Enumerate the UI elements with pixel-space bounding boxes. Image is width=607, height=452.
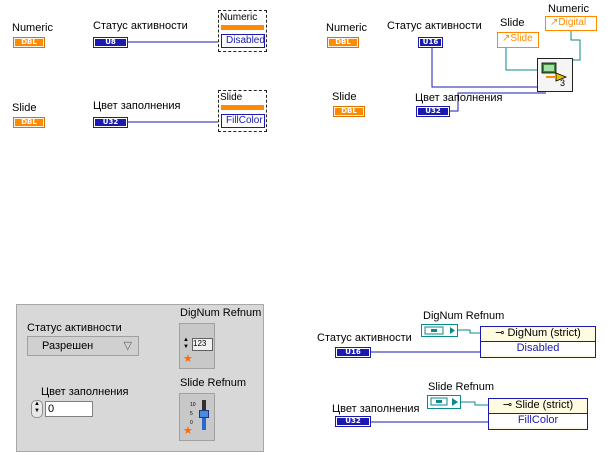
numeric-property-node[interactable]: Numeric Disabled — [218, 10, 267, 52]
slide-type-right: DBL — [335, 108, 363, 115]
slide-terminal-right[interactable]: DBL — [333, 106, 365, 117]
dignum-refnum-label: DigNum Refnum — [180, 307, 262, 319]
scale-tick: 5 — [190, 411, 193, 417]
slide-node-text: Slide (strict) — [515, 399, 574, 411]
refnum-icon — [430, 397, 458, 406]
status-terminal-br[interactable]: U16 — [335, 347, 371, 358]
status-ring-label: Статус активности — [27, 322, 122, 334]
subvi-icon — [541, 62, 568, 82]
dignum-node-text: DigNum (strict) — [507, 327, 581, 339]
digital-ref-constant[interactable]: ↗Digital — [545, 16, 597, 31]
dignum-refnum-display: 123 — [192, 338, 213, 351]
slide-property-node[interactable]: Slide FillColor — [218, 90, 267, 132]
slide-terminal[interactable]: DBL — [13, 117, 45, 128]
dignum-refnum-terminal[interactable] — [421, 324, 458, 337]
slide-property-node-br[interactable]: ⊸ Slide (strict) FillColor — [488, 398, 588, 430]
slide-refnum-terminal[interactable] — [427, 395, 461, 409]
color-type: U32 — [95, 119, 126, 126]
numeric-type-right: DBL — [329, 39, 357, 46]
slide-property-header: ⊸ Slide (strict) — [489, 399, 587, 414]
color-type-right: U32 — [418, 108, 448, 115]
chevron-down-icon: ▽ — [123, 340, 132, 352]
color-numeric-input[interactable]: 0 — [45, 401, 93, 417]
slide-refnum-control[interactable]: 10 5 0 ★ — [179, 393, 215, 441]
fillcolor-property[interactable]: FillColor — [221, 114, 265, 128]
color-terminal[interactable]: U32 — [93, 117, 128, 128]
link-icon: ⊸ — [502, 399, 513, 411]
property-node-bar — [221, 25, 264, 30]
numeric-label: Numeric — [12, 22, 53, 34]
slide-ref-text: Slide — [510, 33, 533, 44]
link-icon: ⊸ — [495, 327, 505, 339]
spinner-icon: ▲▼ — [183, 337, 189, 350]
status-ring-value: Разрешен — [42, 340, 94, 352]
numeric-label-right: Numeric — [326, 22, 367, 34]
slide-type: DBL — [15, 119, 43, 126]
status-type: U8 — [95, 39, 126, 46]
wire-slide-ref — [505, 47, 546, 71]
color-type-br: U32 — [337, 418, 369, 425]
slide-scale: 10 5 0 — [190, 401, 196, 428]
slide-refnum-label-br: Slide Refnum — [428, 381, 495, 393]
numeric-terminal-right[interactable]: DBL — [327, 37, 359, 48]
digital-ref-text: Digital — [558, 17, 587, 28]
status-type-br: U16 — [337, 349, 369, 356]
scale-tick: 0 — [190, 420, 193, 426]
numeric-type: DBL — [15, 39, 43, 46]
dignum-refnum-control[interactable]: ▲▼ 123 ★ — [179, 323, 215, 369]
status-label-right: Статус активности — [387, 20, 482, 32]
wire-status-right — [431, 41, 546, 88]
star-icon: ★ — [183, 353, 193, 365]
disabled-property-br[interactable]: Disabled — [481, 342, 595, 355]
dignum-property-node[interactable]: ⊸ DigNum (strict) Disabled — [480, 326, 596, 358]
color-label: Цвет заполнения — [93, 100, 181, 112]
status-ring[interactable]: Разрешен ▽ — [27, 336, 139, 356]
status-label: Статус активности — [93, 20, 188, 32]
color-label-br: Цвет заполнения — [332, 403, 420, 415]
wire-dignum-ref — [458, 329, 480, 334]
slide-prop-label: Slide — [220, 92, 243, 103]
property-node-bar — [221, 105, 264, 110]
slide-label-right: Slide — [332, 91, 357, 103]
increment-decrement-icon[interactable]: ▲▼ — [31, 400, 43, 418]
slide-refnum-label: Slide Refnum — [180, 377, 247, 389]
wire-digital-ref — [560, 29, 581, 61]
subvi-node[interactable]: 3 — [537, 58, 573, 92]
status-type-right: U16 — [420, 39, 441, 46]
color-terminal-right[interactable]: U32 — [416, 106, 450, 117]
numeric-ref-label: Numeric — [548, 3, 589, 15]
slide-ref-label: Slide — [500, 17, 525, 29]
slide-ref-constant[interactable]: ↗Slide — [497, 32, 539, 48]
refnum-icon — [424, 326, 455, 335]
disabled-property[interactable]: Disabled — [221, 34, 265, 48]
color-terminal-br[interactable]: U32 — [335, 416, 371, 427]
status-terminal[interactable]: U8 — [93, 37, 128, 48]
scale-tick: 10 — [190, 402, 196, 408]
dignum-refnum-label-br: DigNum Refnum — [423, 310, 505, 322]
fillcolor-property-br[interactable]: FillColor — [489, 414, 587, 427]
wire-slide-ref-br — [461, 401, 488, 406]
slide-thumb[interactable] — [199, 410, 209, 418]
numeric-prop-label: Numeric — [220, 12, 258, 23]
front-panel: Статус активности Разрешен ▽ Цвет заполн… — [16, 304, 264, 452]
reference-arrow-icon: ↗ — [502, 33, 511, 44]
color-label-right: Цвет заполнения — [415, 92, 503, 104]
reference-arrow-icon: ↗ — [550, 17, 559, 28]
subvi-count: 3 — [560, 78, 566, 88]
slide-label: Slide — [12, 102, 37, 114]
wire-color-right — [450, 92, 546, 112]
slide-fill — [202, 416, 206, 430]
status-terminal-right[interactable]: U16 — [418, 37, 443, 48]
numeric-terminal[interactable]: DBL — [13, 37, 45, 48]
color-numeric-label: Цвет заполнения — [41, 386, 129, 398]
status-label-br: Статус активности — [317, 332, 412, 344]
star-icon: ★ — [183, 425, 193, 437]
dignum-property-header: ⊸ DigNum (strict) — [481, 327, 595, 342]
